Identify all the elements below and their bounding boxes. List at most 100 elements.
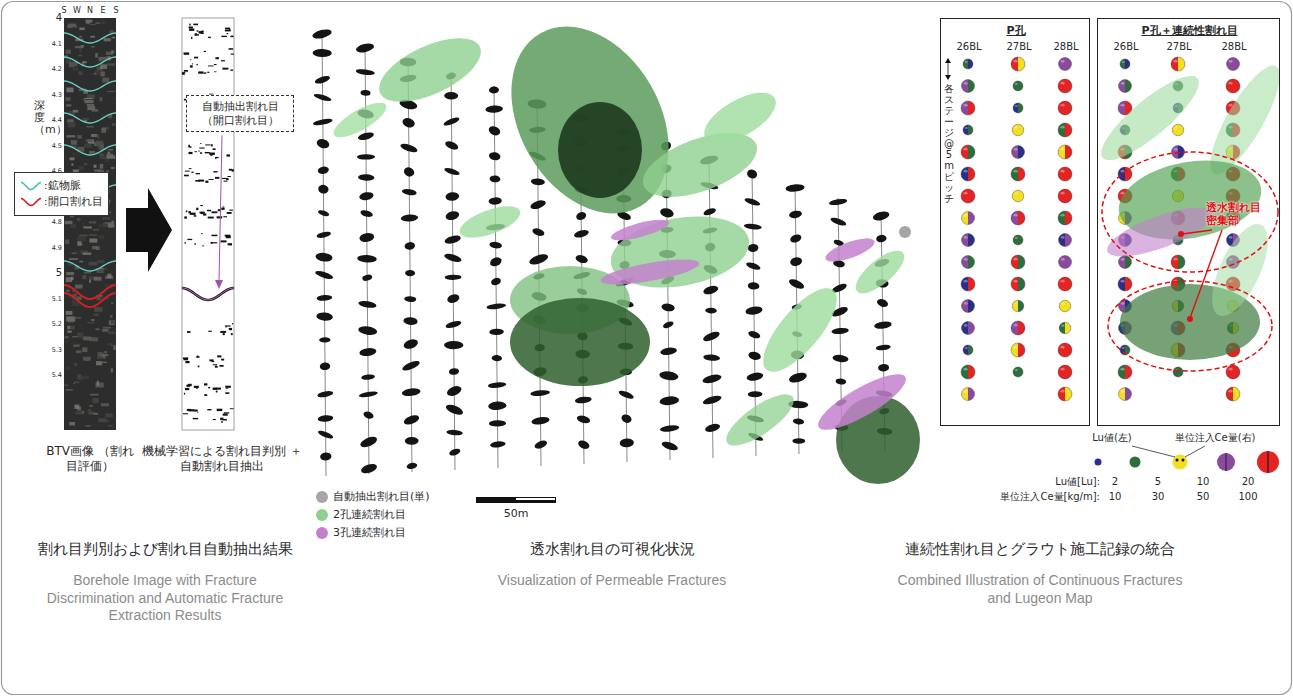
speckle	[186, 211, 188, 213]
cement-half	[1018, 167, 1025, 181]
rock-texture	[85, 100, 94, 103]
lugeon-half	[1059, 300, 1065, 312]
fracture-disc	[876, 344, 892, 351]
cement-half	[1125, 277, 1132, 291]
dot-outline	[1059, 256, 1072, 269]
fracture-disc	[314, 74, 331, 85]
rock-texture	[74, 382, 79, 383]
rock-texture	[68, 318, 74, 322]
rock-texture	[96, 361, 102, 365]
rock-texture	[89, 221, 97, 223]
panel-caption: 透水割れ目の可視化状況	[452, 540, 772, 559]
fracture-disc	[703, 354, 720, 361]
dense-zone-outline	[1108, 281, 1272, 371]
fracture-disc	[489, 175, 500, 182]
fracture-disc	[531, 178, 545, 186]
dot-highlight	[1013, 60, 1017, 63]
dot-outline	[1058, 387, 1072, 401]
legend-threshold: 10	[1190, 476, 1216, 489]
speckle	[184, 175, 189, 177]
lugeon-half	[1011, 211, 1018, 225]
dot-outline	[1013, 81, 1023, 91]
legend-dot	[1217, 453, 1235, 471]
rock-texture	[94, 277, 102, 281]
dot-highlight	[1015, 237, 1018, 239]
lugeon-half	[1011, 57, 1018, 71]
cement-half	[968, 101, 975, 115]
fracture-disc	[316, 138, 331, 150]
fracture-disc	[788, 277, 806, 291]
legend-entry: 2孔連続割れ目	[316, 507, 430, 522]
fracture-disc	[831, 327, 849, 335]
fracture-disc	[312, 117, 333, 126]
cement-half	[1178, 124, 1184, 136]
dot-highlight	[1061, 258, 1065, 261]
fracture-disc	[488, 401, 507, 411]
speckle	[228, 176, 231, 177]
speckle	[184, 358, 189, 360]
scale-bar-segment	[516, 498, 555, 500]
fracture-disc	[485, 105, 503, 113]
dot-outline	[1013, 367, 1023, 377]
cement-half	[1018, 146, 1025, 159]
speckle	[227, 154, 231, 156]
dot-outline	[962, 234, 975, 247]
fracture-disc	[358, 390, 378, 398]
lugeon-half	[962, 256, 969, 269]
fracture-disc	[444, 166, 461, 176]
fracture-disc	[746, 168, 759, 180]
lugeon-half	[1118, 167, 1125, 181]
speckle	[229, 210, 233, 211]
mineral-vein-trace	[64, 261, 116, 271]
fracture-disc	[575, 254, 589, 265]
fracture-disc	[533, 439, 548, 450]
dot-outline	[1058, 277, 1072, 291]
rock-texture	[76, 54, 79, 56]
cement-half	[1018, 255, 1025, 269]
speckle	[205, 144, 210, 145]
rock-texture	[100, 164, 104, 169]
borehole-line	[494, 86, 498, 468]
fracture-disc	[359, 232, 375, 243]
rock-texture	[111, 368, 113, 372]
speckle	[217, 355, 221, 357]
fracture-disc	[362, 274, 373, 282]
extracted-fracture-highlight	[182, 288, 234, 300]
dot-outline	[963, 125, 973, 135]
column-header: 26BL	[949, 41, 989, 54]
speckle	[212, 211, 218, 213]
dot-outline	[1119, 256, 1132, 269]
fracture-disc	[620, 413, 633, 425]
fracture-disc	[489, 420, 506, 427]
dot-highlight	[1060, 126, 1064, 129]
fracture-disc	[702, 373, 723, 385]
speckle	[229, 48, 234, 50]
lugeon-half	[1011, 277, 1018, 291]
orientation-letter: E	[96, 6, 110, 16]
rock-texture	[100, 157, 107, 159]
connected-fracture-plane	[370, 25, 490, 115]
dot-highlight	[1015, 369, 1018, 371]
rock-texture	[86, 139, 93, 142]
dot-outline	[1011, 343, 1025, 357]
lugeon-half	[962, 80, 969, 93]
speckle	[230, 408, 234, 410]
rock-texture	[84, 164, 87, 166]
connected-fracture-plane	[479, 0, 700, 242]
cement-half	[968, 300, 975, 313]
rock-texture	[66, 97, 71, 100]
rock-texture	[77, 333, 83, 337]
fracture-disc	[405, 437, 419, 445]
dot-highlight	[1014, 303, 1017, 305]
lugeon-half	[1012, 146, 1019, 159]
legend-text: :開口割れ目	[44, 195, 103, 209]
fracture-disc	[316, 294, 332, 301]
fracture-disc	[488, 381, 507, 388]
rock-texture	[107, 343, 114, 345]
speckle	[204, 394, 207, 396]
fracture-disc	[358, 174, 375, 181]
fracture-disc	[317, 166, 329, 175]
lugeon-half	[1058, 123, 1065, 137]
speckle	[195, 33, 198, 35]
dot-highlight	[1060, 82, 1064, 85]
